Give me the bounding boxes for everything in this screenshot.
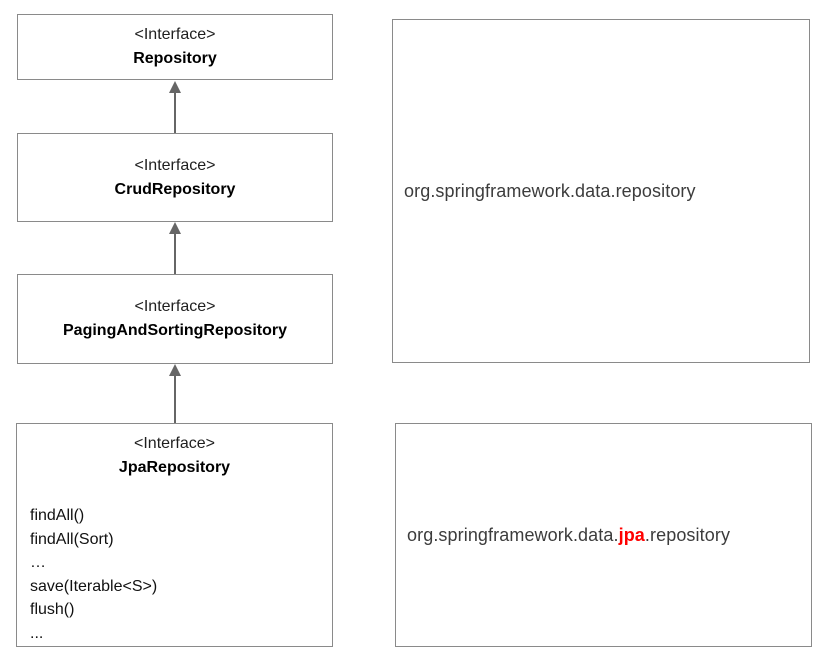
package-box-spring-data-jpa: org.springframework.data.jpa.repository	[395, 423, 812, 647]
stereotype-label: <Interface>	[134, 298, 216, 315]
interface-box-pagingandsortingrepository: <Interface> PagingAndSortingRepository	[17, 274, 333, 364]
stereotype-label: <Interface>	[134, 156, 216, 174]
inheritance-arrow-paging-to-crud	[169, 222, 181, 274]
interface-name: Repository	[133, 50, 217, 67]
method-list: findAll() findAll(Sort) … save(Iterable<…	[17, 504, 332, 645]
arrowhead-up-icon	[169, 364, 181, 376]
arrowhead-up-icon	[169, 81, 181, 93]
ellipsis-item: …	[30, 554, 46, 571]
interface-name: JpaRepository	[118, 459, 231, 476]
interface-name: PagingAndSortingRepository	[63, 322, 287, 339]
interface-name: CrudRepository	[114, 180, 236, 198]
stereotype-label: <Interface>	[134, 26, 216, 43]
interface-box-repository: <Interface> Repository	[17, 14, 333, 80]
package-name: org.springframework.data.jpa.repository	[407, 525, 730, 546]
method-item: flush()	[30, 601, 75, 618]
ellipsis-item: ...	[30, 624, 44, 642]
package-name-suffix: .repository	[644, 524, 731, 545]
method-item: findAll()	[30, 507, 85, 524]
package-name-jpa-highlight: jpa	[618, 524, 645, 545]
interface-box-jparepository: <Interface> JpaRepository findAll() find…	[16, 423, 333, 647]
package-box-spring-data: org.springframework.data.repository	[392, 19, 810, 363]
inheritance-arrow-jpa-to-paging	[169, 364, 181, 423]
interface-box-crudrepository: <Interface> CrudRepository	[17, 133, 333, 222]
method-item: save(Iterable<S>)	[30, 577, 158, 595]
arrowhead-up-icon	[169, 222, 181, 234]
arrow-shaft	[174, 93, 176, 133]
package-name: org.springframework.data.repository	[404, 180, 696, 201]
package-name-prefix: org.springframework.data.	[407, 524, 619, 545]
stereotype-label: <Interface>	[134, 435, 215, 452]
method-item: findAll(Sort)	[30, 530, 114, 548]
arrow-shaft	[174, 376, 176, 423]
inheritance-arrow-crud-to-repository	[169, 81, 181, 133]
arrow-shaft	[174, 234, 176, 274]
